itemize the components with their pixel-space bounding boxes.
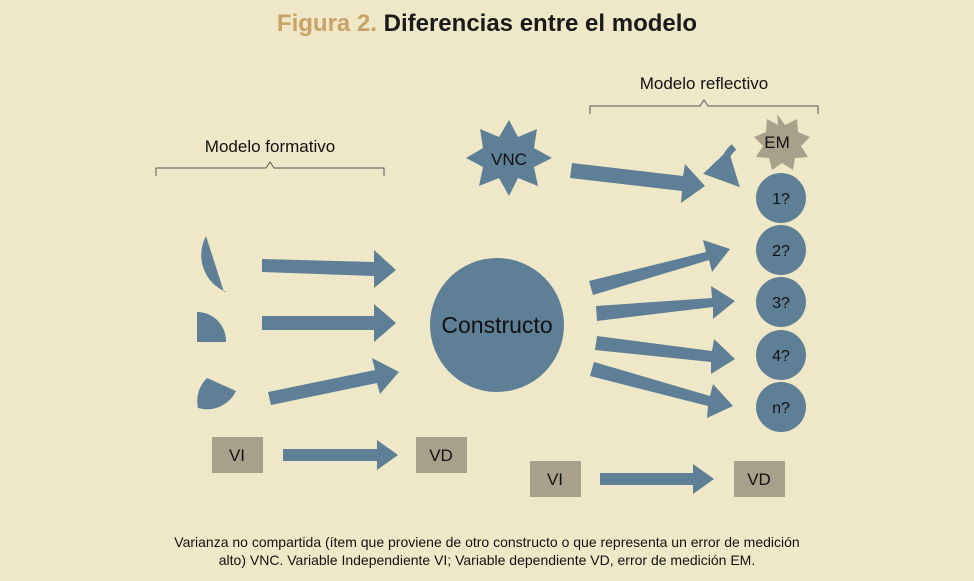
reflective-arrow-3 <box>595 336 735 374</box>
vi-label-formativo: VI <box>229 446 245 465</box>
vnc-arrow <box>570 163 705 203</box>
vd-label-reflectivo: VD <box>747 470 771 489</box>
vi-vd-arrow-formativo <box>283 440 398 470</box>
indicator-3-label: 3? <box>772 295 790 312</box>
em-label: EM <box>764 133 790 152</box>
caption-line-1: Varianza no compartida (ítem que provien… <box>174 534 800 550</box>
figure-caption: Varianza no compartida (ítem que provien… <box>0 533 974 569</box>
figure-title-text: Diferencias entre el modelo <box>383 10 698 37</box>
formative-arrow-3 <box>268 358 399 405</box>
modelo-reflectivo-label: Modelo reflectivo <box>640 74 769 93</box>
modelo-formativo-label: Modelo formativo <box>205 137 335 156</box>
constructo-label: Constructo <box>441 312 552 338</box>
caption-line-2: alto) VNC. Variable Independiente VI; Va… <box>218 552 756 568</box>
vi-label-reflectivo: VI <box>547 470 563 489</box>
indicator-3-node <box>756 277 806 327</box>
indicator-4-node <box>756 330 806 380</box>
figure-title: Figura 2. Diferencias entre el modelo <box>0 10 974 38</box>
indicator-1-label: 1? <box>772 191 790 208</box>
indicator-2-node <box>756 225 806 275</box>
vd-box-reflectivo <box>734 461 785 497</box>
indicator-1-node <box>756 173 806 223</box>
em-star <box>754 114 810 170</box>
vnc-label: VNC <box>491 150 527 169</box>
indicator-n-node <box>756 382 806 432</box>
formative-indicator-1 <box>201 236 226 292</box>
vi-vd-arrow-reflectivo <box>600 464 714 494</box>
vd-box-formativo <box>416 437 467 473</box>
reflectivo-bracket <box>589 99 819 114</box>
formative-arrow-1 <box>262 250 396 288</box>
vnc-star <box>466 120 552 196</box>
reflective-indicators: 1? 2? 3? 4? n? <box>756 173 806 432</box>
indicator-2-label: 2? <box>772 243 790 260</box>
vd-label-formativo: VD <box>429 446 453 465</box>
reflective-arrow-1 <box>589 240 730 295</box>
formative-arrow-2 <box>262 304 396 342</box>
indicator-n-label: n? <box>772 400 790 417</box>
vi-box-reflectivo <box>530 461 581 497</box>
formative-indicator-2 <box>197 312 227 342</box>
reflective-arrow-2 <box>596 286 735 321</box>
reflective-arrow-4 <box>590 362 733 418</box>
indicator-4-label: 4? <box>772 348 790 365</box>
figure-number: Figura 2. <box>276 10 377 37</box>
em-arrow <box>703 144 740 188</box>
constructo-node <box>430 258 564 392</box>
formative-indicator-3 <box>197 378 236 410</box>
formativo-bracket <box>155 161 385 176</box>
vi-box-formativo <box>212 437 263 473</box>
